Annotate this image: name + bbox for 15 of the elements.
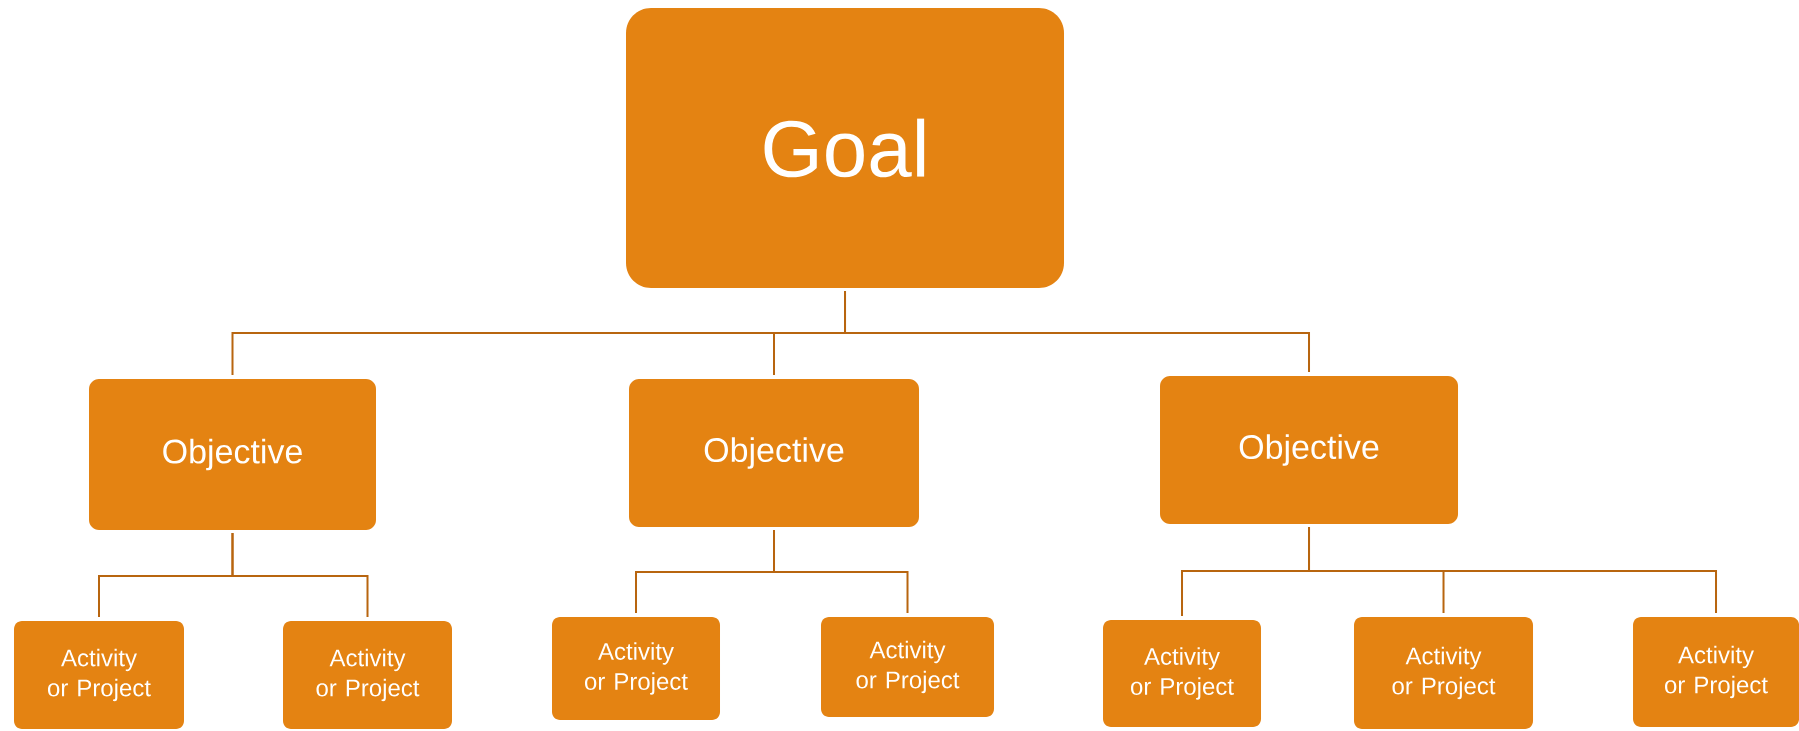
objective-box: Objective xyxy=(89,379,376,530)
activity-box: Activity or Project xyxy=(283,621,452,729)
activity-box: Activity or Project xyxy=(14,621,184,729)
activity-box: Activity or Project xyxy=(821,617,994,717)
connector-line xyxy=(773,529,909,614)
goal-box: Goal xyxy=(626,8,1064,288)
connector-line xyxy=(844,290,1310,373)
connector-line xyxy=(231,532,369,618)
objective-box: Objective xyxy=(1160,376,1458,524)
activity-box: Activity or Project xyxy=(1633,617,1799,727)
activity-box: Activity or Project xyxy=(552,617,720,720)
objective-box: Objective xyxy=(629,379,919,527)
connector-line xyxy=(1308,526,1717,614)
activity-box: Activity or Project xyxy=(1103,620,1261,727)
activity-box: Activity or Project xyxy=(1354,617,1533,729)
